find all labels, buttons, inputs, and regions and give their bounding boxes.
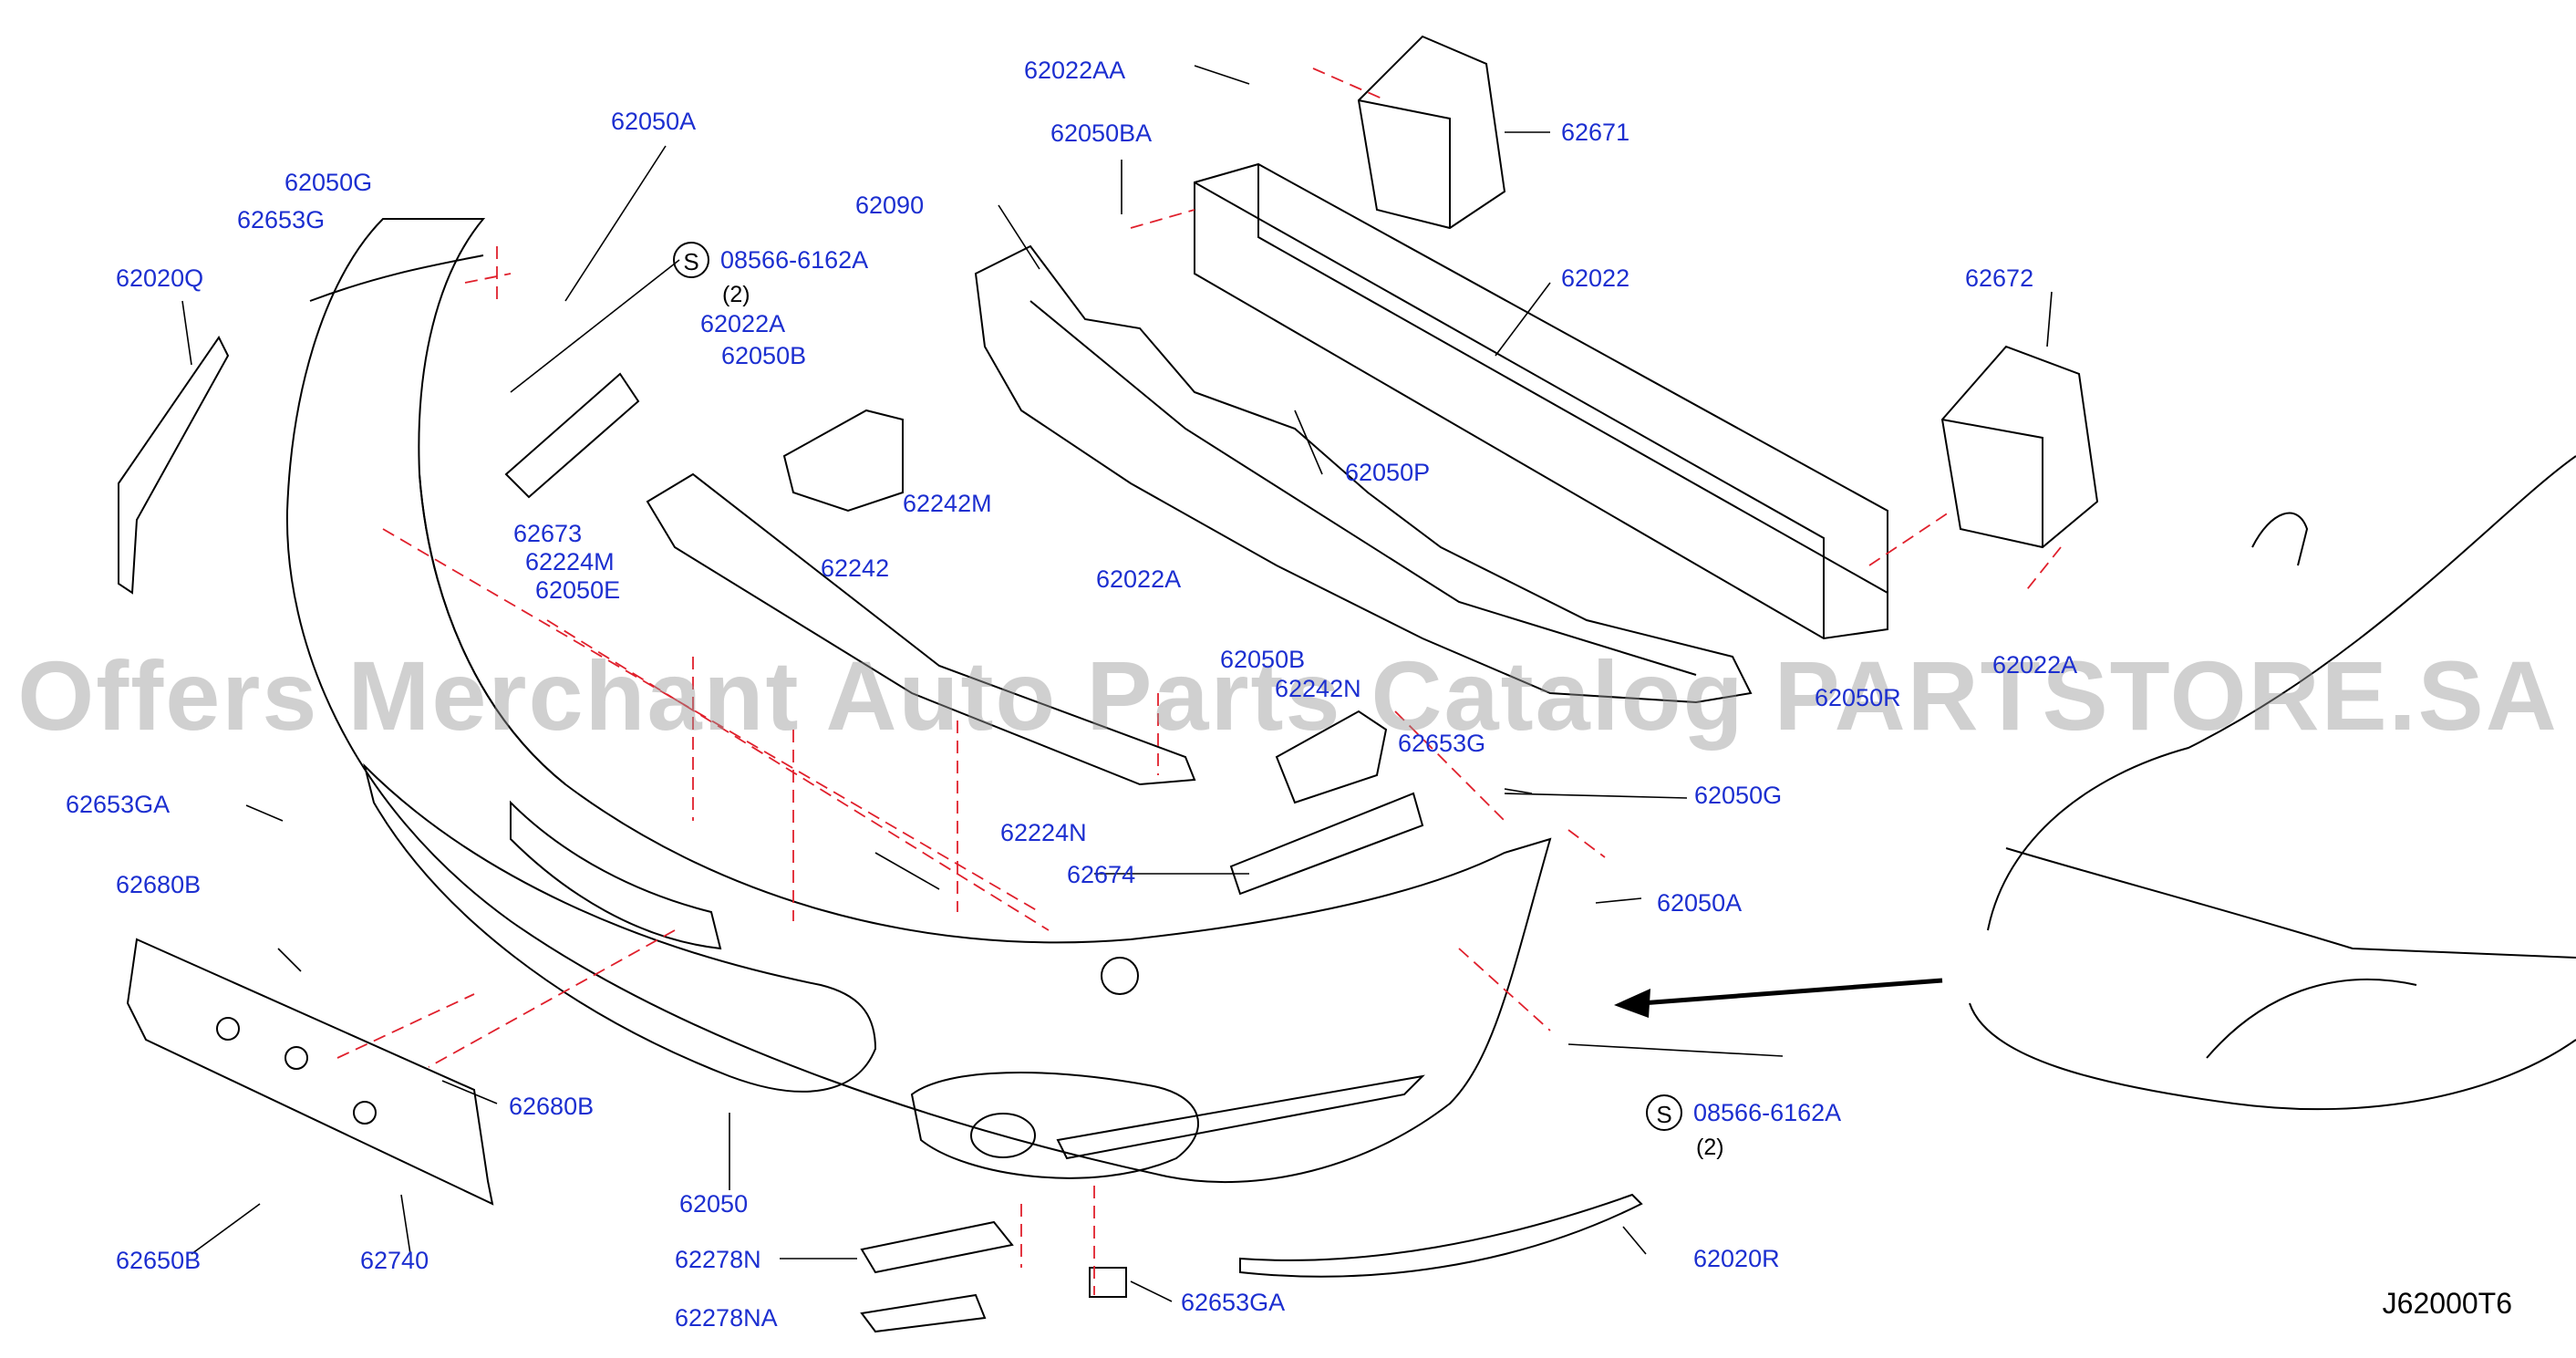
diagram-code: J62000T6 [2382,1287,2512,1320]
side-bracket-right [1239,1193,1643,1278]
side-bracket-left [118,336,230,595]
label-62740[interactable]: 62740 [360,1247,429,1274]
label-62242[interactable]: 62242 [821,555,890,582]
label-62653GA-low[interactable]: 62653GA [1181,1289,1286,1316]
label-62090[interactable]: 62090 [855,192,925,219]
label-62653G-mid[interactable]: 62653G [1398,730,1486,757]
label-62242M[interactable]: 62242M [903,490,992,517]
label-62224M[interactable]: 62224M [525,548,615,575]
label-62674[interactable]: 62674 [1067,861,1136,888]
label-62673[interactable]: 62673 [513,520,583,547]
label-62022A-occluded[interactable]: 62022A [1992,651,2078,679]
label-62022AA[interactable]: 62022AA [1024,57,1126,84]
watermark: Offers Merchant Auto Parts Catalog PARTS… [17,640,2559,751]
label-08566-6162A-low[interactable]: 08566-6162A [1693,1099,1842,1126]
label-62278N[interactable]: 62278N [675,1246,761,1273]
label-62050E[interactable]: 62050E [535,576,621,604]
vehicle-outline [1969,455,2576,1111]
label-62050R-occluded[interactable]: 62050R [1815,684,1901,711]
label-62050A-right[interactable]: 62050A [1657,889,1743,917]
label-62050BA[interactable]: 62050BA [1050,119,1153,147]
bracket-62674 [1229,792,1424,896]
label-62022[interactable]: 62022 [1561,264,1630,292]
label-62022A-top[interactable]: 62022A [700,310,786,337]
label-62653GA-left[interactable]: 62653GA [66,791,171,818]
label-62278NA[interactable]: 62278NA [675,1304,778,1332]
bumper-reinforcement-beam [1194,162,1888,640]
energy-absorber [974,244,1753,704]
label-62050G-mid[interactable]: 62050G [1694,782,1783,809]
label-62050B-top[interactable]: 62050B [721,342,807,369]
qty-top: (2) [722,282,750,307]
upper-member [646,472,1196,786]
qty-low: (2) [1696,1135,1724,1160]
license-plate-bracket [126,938,494,1206]
label-62022A-mid[interactable]: 62022A [1096,565,1182,593]
stay-62672 [1940,345,2099,549]
label-62050G-top[interactable]: 62050G [284,169,373,196]
label-62671[interactable]: 62671 [1561,119,1630,146]
bracket-62278NA [860,1293,987,1333]
screw-symbol-low: S [1646,1094,1682,1131]
label-62242N[interactable]: 62242N [1275,675,1361,702]
label-62050A-top[interactable]: 62050A [611,108,697,135]
label-62020Q[interactable]: 62020Q [116,264,204,292]
label-62672[interactable]: 62672 [1965,264,2034,292]
label-62650B[interactable]: 62650B [116,1247,202,1274]
label-62050B-mid[interactable]: 62050B [1220,646,1306,673]
label-08566-6162A-top[interactable]: 08566-6162A [720,246,869,274]
bracket-62673 [504,372,640,499]
screw-symbol-top: S [673,242,709,278]
label-62020R[interactable]: 62020R [1693,1245,1780,1272]
label-62050[interactable]: 62050 [679,1190,749,1218]
label-62680B-left[interactable]: 62680B [116,871,202,898]
label-62653G-top[interactable]: 62653G [237,206,326,233]
label-62050P[interactable]: 62050P [1345,459,1431,486]
bracket-62278N [860,1220,1014,1274]
label-62224N[interactable]: 62224N [1000,819,1087,846]
stay-62671 [1357,35,1506,230]
clip-62653GA-low [1089,1267,1127,1298]
label-62680B-low[interactable]: 62680B [509,1093,595,1120]
